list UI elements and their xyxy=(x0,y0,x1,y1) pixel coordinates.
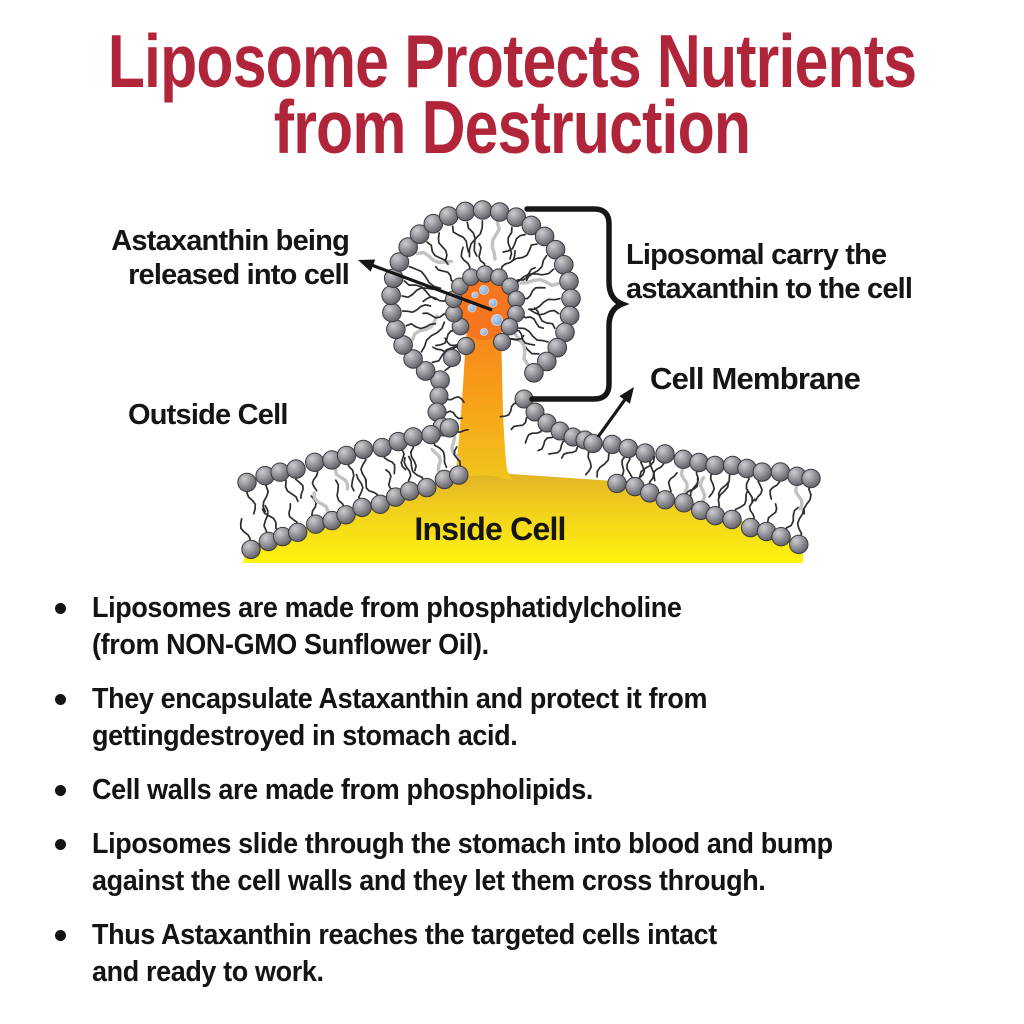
label-outside-cell: Outside Cell xyxy=(128,399,288,431)
bullet-dot xyxy=(55,839,66,850)
page-title: Liposome Protects Nutrients from Destruc… xyxy=(97,19,926,169)
astaxanthin-stream xyxy=(451,316,513,481)
bullet-dot xyxy=(55,785,66,796)
page-title-line2: from Destruction xyxy=(273,85,751,169)
bullet-text: Thus Astaxanthin reaches the targeted ce… xyxy=(92,919,717,988)
astaxanthin-dot xyxy=(491,314,503,326)
bullet-item: Thus Astaxanthin reaches the targeted ce… xyxy=(46,917,996,991)
liposome-bracket xyxy=(524,206,630,402)
annotations xyxy=(358,206,634,438)
bullet-dot xyxy=(55,694,66,705)
label-astaxanthin-released: Astaxanthin being released into cell xyxy=(111,225,350,291)
bullet-item: Liposomes are made from phosphatidylchol… xyxy=(46,590,996,664)
bullet-text: Liposomes slide through the stomach into… xyxy=(92,828,833,897)
bullet-list: Liposomes are made from phosphatidylchol… xyxy=(46,590,996,1008)
astaxanthin-dot xyxy=(471,291,479,299)
arrow-cell-membrane xyxy=(596,387,634,438)
astaxanthin-dot xyxy=(488,298,498,308)
label-liposomal-carry: Liposomal carry the astaxanthin to the c… xyxy=(626,239,913,305)
bullet-item: Cell walls are made from phospholipids. xyxy=(46,772,996,809)
liposome-core xyxy=(456,272,512,340)
label-inside-cell: Inside Cell xyxy=(414,511,566,547)
bullet-text: Liposomes are made from phosphatidylchol… xyxy=(92,592,682,661)
astaxanthin-dot xyxy=(480,328,488,336)
label-cell-membrane: Cell Membrane xyxy=(650,361,861,396)
bullet-dot xyxy=(55,930,66,941)
astaxanthin-dot xyxy=(479,285,489,295)
page-title-line1: Liposome Protects Nutrients xyxy=(107,19,917,103)
bullet-dot xyxy=(55,603,66,614)
astaxanthin-dot xyxy=(485,273,493,281)
arrow-astaxanthin-released xyxy=(358,259,493,312)
bullet-item: They encapsulate Astaxanthin and protect… xyxy=(46,681,996,755)
astaxanthin-dot xyxy=(467,303,477,313)
bullet-text: Cell walls are made from phospholipids. xyxy=(92,774,594,806)
bullet-text: They encapsulate Astaxanthin and protect… xyxy=(92,683,708,752)
bullet-item: Liposomes slide through the stomach into… xyxy=(46,826,996,900)
